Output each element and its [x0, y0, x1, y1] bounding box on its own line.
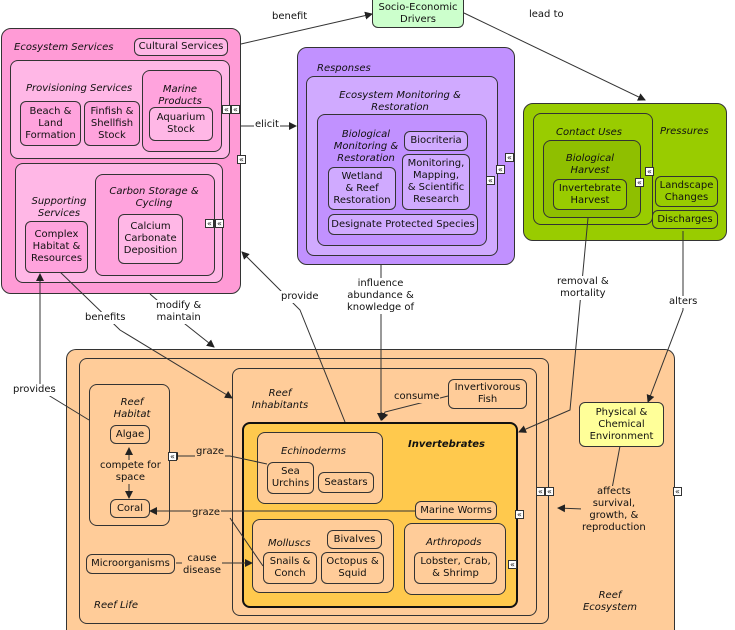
node-wetland-reef-restoration[interactable]: Wetland & Reef Restoration — [328, 167, 396, 210]
biological-monitoring-title: Biological Monitoring & Restoration — [326, 129, 406, 165]
supporting-services-title: Supporting Services — [26, 196, 92, 220]
link-cause-disease-label: cause disease — [182, 553, 222, 577]
collapse-icon[interactable]: « — [237, 155, 246, 164]
collapse-icon[interactable]: « — [222, 105, 231, 114]
node-microorganisms[interactable]: Microorganisms — [86, 554, 175, 574]
collapse-icon[interactable]: « — [645, 167, 654, 176]
collapse-icon[interactable]: « — [508, 560, 517, 569]
reef-habitat-title-text: Reef Habitat — [113, 397, 151, 420]
link-consume-label: consume — [393, 391, 441, 403]
node-coral[interactable]: Coral — [110, 499, 150, 518]
node-cultural-services[interactable]: Cultural Services — [134, 38, 228, 56]
collapse-icon[interactable]: « — [673, 487, 682, 496]
link-lead-to-label: lead to — [528, 9, 565, 21]
link-modify-label: modify & maintain — [155, 300, 203, 324]
responses-title: Responses — [317, 63, 371, 74]
collapse-icon[interactable]: « — [168, 452, 177, 461]
collapse-icon[interactable]: « — [536, 487, 545, 496]
reef-inhabitants-title: Reef Inhabitants — [250, 388, 310, 412]
pressures-title: Pressures — [660, 126, 709, 137]
link-alters-label: alters — [668, 296, 699, 308]
link-benefits-line — [57, 269, 233, 399]
node-calcium-carbonate[interactable]: Calcium Carbonate Deposition — [118, 214, 183, 264]
link-compete-label: compete for space — [99, 460, 162, 484]
link-alters-line — [646, 231, 684, 403]
node-invertebrate-harvest[interactable]: Invertebrate Harvest — [553, 179, 627, 210]
provisioning-services-title: Provisioning Services — [26, 83, 133, 94]
link-provide-label: provide — [280, 291, 320, 303]
reef-ecosystem-title-text: Reef Ecosystem — [582, 590, 638, 613]
link-graze2-label: graze — [191, 507, 221, 519]
reef-habitat-title: Reef Habitat — [112, 397, 152, 421]
node-bivalves[interactable]: Bivalves — [327, 530, 382, 549]
supporting-services-title-text: Supporting Services — [31, 196, 87, 219]
node-seastars[interactable]: Seastars — [318, 472, 374, 493]
collapse-icon[interactable]: « — [231, 105, 240, 114]
contact-uses-title: Contact Uses — [556, 127, 622, 138]
link-provide-line — [241, 251, 346, 423]
reef-ecosystem-title: Reef Ecosystem — [580, 590, 640, 614]
node-sea-urchins[interactable]: Sea Urchins — [267, 462, 314, 494]
node-finfish-shellfish-stock[interactable]: Finfish & Shellfish Stock — [84, 101, 140, 146]
link-lead-to-line — [463, 12, 646, 101]
biological-monitoring-title-text: Biological Monitoring & Restoration — [333, 129, 399, 164]
collapse-icon[interactable]: « — [486, 176, 495, 185]
carbon-storage-title: Carbon Storage & Cycling — [104, 186, 204, 210]
link-benefit-label: benefit — [271, 11, 309, 23]
link-graze3-line — [229, 517, 264, 567]
node-snails-conch[interactable]: Snails & Conch — [263, 552, 317, 584]
node-invertivorous-fish[interactable]: Invertivorous Fish — [448, 379, 527, 409]
node-designate-protected-species[interactable]: Designate Protected Species — [328, 214, 478, 235]
ecosystem-services-title: Ecosystem Services — [14, 42, 114, 53]
molluscs-title: Molluscs — [268, 538, 311, 549]
marine-products-title-text: Marine Products — [158, 84, 202, 107]
link-removal-line — [518, 217, 589, 433]
link-influence-label: influence abundance & knowledge of — [346, 278, 416, 314]
marine-products-title: Marine Products — [145, 84, 215, 108]
monitoring-restoration-title: Ecosystem Monitoring & Restoration — [330, 90, 470, 114]
link-provides-label: provides — [12, 384, 57, 396]
node-beach-land-formation[interactable]: Beach & Land Formation — [20, 101, 81, 146]
echinoderms-title: Echinoderms — [281, 446, 346, 457]
node-octopus-squid[interactable]: Octopus & Squid — [321, 552, 384, 584]
biological-harvest-title: Biological Harvest — [556, 153, 624, 177]
node-landscape-changes[interactable]: Landscape Changes — [655, 176, 718, 207]
biological-harvest-title-text: Biological Harvest — [565, 153, 615, 176]
collapse-icon[interactable]: « — [205, 219, 214, 228]
node-physical-chemical-environment[interactable]: Physical & Chemical Environment — [579, 402, 664, 447]
node-complex-habitat[interactable]: Complex Habitat & Resources — [25, 221, 88, 273]
collapse-icon[interactable]: « — [635, 178, 644, 187]
collapse-icon[interactable]: « — [215, 219, 224, 228]
monitoring-restoration-title-text: Ecosystem Monitoring & Restoration — [339, 90, 461, 113]
link-graze1-label: graze — [195, 446, 225, 458]
link-graze1-line — [170, 452, 268, 465]
link-provides-line — [36, 273, 90, 421]
arthropods-title: Arthropods — [426, 537, 482, 548]
link-affects-label: affects survival, growth, & reproduction — [581, 486, 647, 534]
node-socio-economic-drivers[interactable]: Socio-Economic Drivers — [372, 0, 464, 28]
node-biocriteria[interactable]: Biocriteria — [404, 131, 468, 151]
collapse-icon[interactable]: « — [515, 510, 524, 519]
collapse-icon[interactable]: « — [545, 487, 554, 496]
invertebrates-title: Invertebrates — [408, 439, 485, 450]
collapse-icon[interactable]: « — [496, 165, 505, 174]
collapse-icon[interactable]: « — [505, 153, 514, 162]
link-elicit-label: elicit — [254, 119, 280, 131]
link-removal-label: removal & mortality — [556, 276, 610, 300]
node-marine-worms[interactable]: Marine Worms — [415, 501, 497, 520]
link-benefits-label: benefits — [84, 312, 127, 324]
carbon-storage-title-text: Carbon Storage & Cycling — [109, 186, 199, 209]
node-lobster-crab-shrimp[interactable]: Lobster, Crab, & Shrimp — [414, 552, 497, 584]
link-benefit-line — [240, 11, 373, 45]
reef-inhabitants-title-text: Reef Inhabitants — [251, 388, 309, 411]
node-algae[interactable]: Algae — [110, 425, 150, 444]
reef-life-title: Reef Life — [94, 600, 138, 611]
node-discharges[interactable]: Discharges — [652, 210, 718, 229]
node-aquarium-stock[interactable]: Aquarium Stock — [149, 107, 213, 141]
node-monitoring-mapping-research[interactable]: Monitoring, Mapping, & Scientific Resear… — [402, 154, 470, 210]
